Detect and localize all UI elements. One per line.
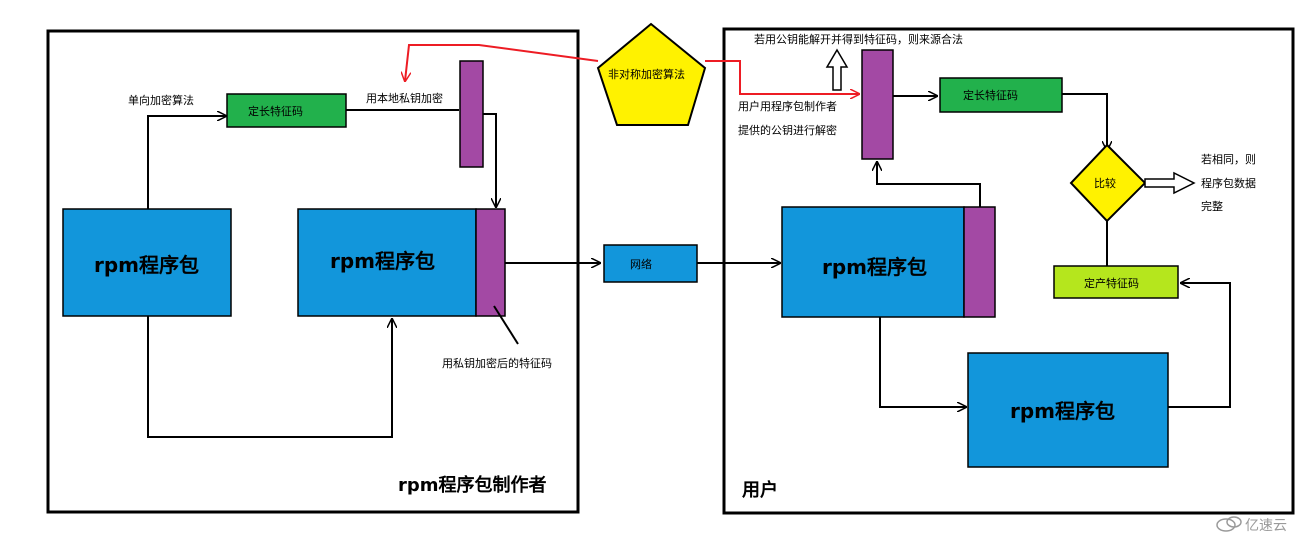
asymmetric-label: 非对称加密算法 — [608, 67, 685, 81]
red-line-to-public-key — [705, 60, 859, 94]
producer-private-key-bar — [459, 60, 484, 168]
user-rpm-top-label: rpm程序包 — [822, 255, 927, 279]
compare-label: 比较 — [1094, 176, 1116, 190]
producer-fixed-signature-box — [226, 93, 347, 128]
user-rpm-top — [781, 206, 965, 318]
producer-fixed-signature-label: 定长特征码 — [248, 104, 303, 118]
user-public-key-bar — [861, 49, 894, 160]
network-label: 网络 — [630, 257, 652, 271]
hollow-up-arrow — [825, 48, 849, 91]
user-frame — [722, 27, 1295, 515]
user-rpm-bottom-label: rpm程序包 — [1010, 399, 1115, 423]
arrow-rpm-bottom-to-generate — [1168, 283, 1231, 408]
user-generate-signature-label: 定产特征码 — [1084, 276, 1139, 290]
watermark-logo-icon — [1216, 516, 1242, 532]
local-private-key-label: 用本地私钥加密 — [366, 91, 443, 105]
user-signature-bar — [963, 206, 996, 318]
producer-rpm-right-label: rpm程序包 — [330, 249, 435, 273]
decrypt-note-line2: 提供的公钥进行解密 — [738, 123, 837, 137]
producer-rpm-left — [62, 208, 232, 317]
result-line1: 若相同，则 — [1201, 153, 1256, 166]
producer-signature-bar — [475, 208, 506, 317]
producer-rpm-right — [297, 208, 477, 317]
user-title: 用户 — [742, 479, 778, 501]
arrow-rpm-to-hash — [147, 116, 226, 209]
decrypt-note-line1: 用户用程序包制作者 — [738, 99, 837, 113]
user-fixed-signature-label: 定长特征码 — [963, 88, 1018, 102]
producer-frame — [46, 29, 580, 514]
pointer-encrypted-signature — [493, 305, 519, 345]
arrow-key-to-bar — [483, 113, 496, 207]
producer-title: rpm程序包制作者 — [398, 474, 547, 496]
result-line2: 程序包数据 — [1201, 176, 1256, 190]
asymmetric-pentagon — [596, 22, 707, 126]
network-box — [603, 244, 698, 283]
one-way-hash-label: 单向加密算法 — [128, 93, 194, 107]
encrypted-signature-label: 用私钥加密后的特征码 — [442, 356, 552, 370]
watermark-text: 亿速云 — [1245, 518, 1287, 534]
arrow-rpm-left-to-right — [147, 316, 392, 438]
source-legit-label: 若用公钥能解开并得到特征码，则来源合法 — [754, 32, 963, 46]
arrow-fixed-to-compare — [1062, 93, 1107, 150]
hollow-right-arrow — [1144, 171, 1196, 195]
red-line-to-private-key — [405, 44, 599, 81]
user-generate-signature-box — [1053, 265, 1179, 299]
arrow-bar-to-key — [877, 162, 981, 207]
user-rpm-bottom — [967, 352, 1169, 468]
result-line3: 完整 — [1201, 199, 1223, 213]
producer-rpm-left-label: rpm程序包 — [94, 253, 199, 277]
arrow-rpm-top-to-bottom — [879, 317, 966, 407]
